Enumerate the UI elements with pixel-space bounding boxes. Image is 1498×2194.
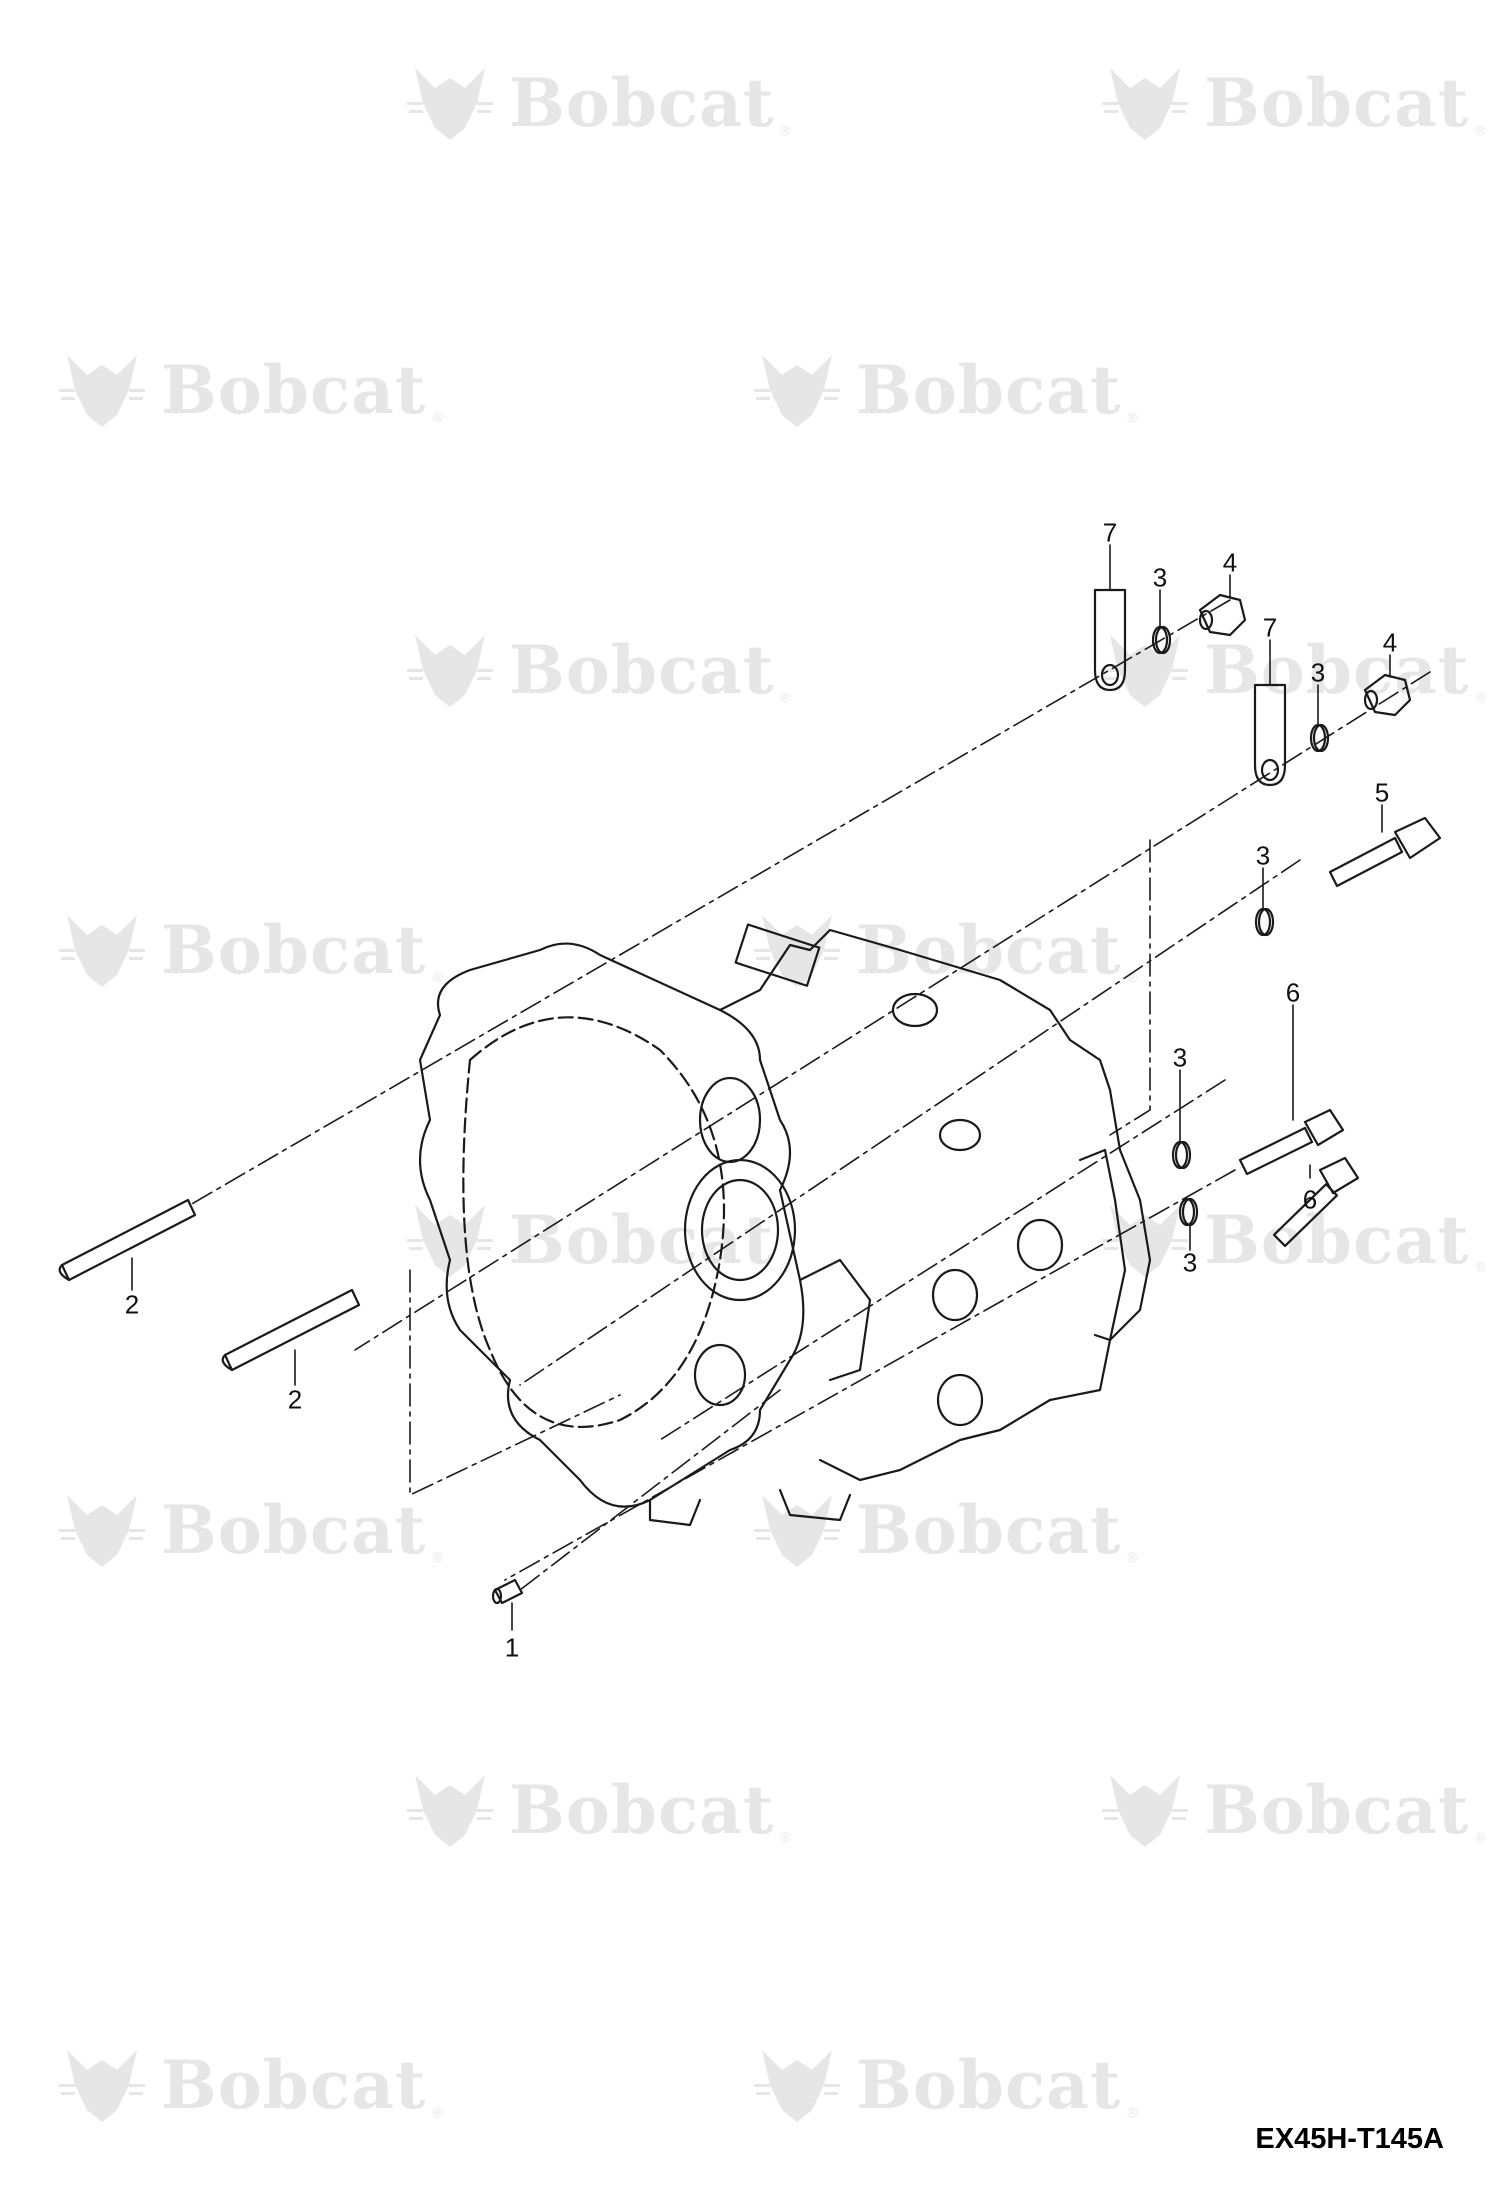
housing-flange-outline	[418, 942, 805, 1508]
bobcat-watermark: Bobcat®	[405, 1765, 791, 1855]
bobcat-watermark: Bobcat®	[57, 905, 443, 995]
assembly-line-bolt-6b	[504, 1169, 1236, 1581]
assembly-line-bolt-5	[519, 859, 1301, 1386]
housing-port-5	[936, 1373, 984, 1427]
bobcat-logo-icon	[59, 915, 145, 987]
bobcat-logo-icon	[407, 635, 493, 707]
callout-3-bolt5: 3	[1255, 840, 1271, 871]
bobcat-logo-icon	[754, 355, 840, 427]
callout-2-lower: 2	[287, 1384, 303, 1415]
callout-6-lower: 6	[1302, 1184, 1318, 1215]
bobcat-watermark: Bobcat®	[57, 345, 443, 435]
callout-4-lower: 4	[1382, 627, 1398, 658]
assembly-line-pin	[519, 1389, 781, 1591]
bolt-6-upper	[1238, 1108, 1345, 1176]
housing-port-2	[938, 1118, 982, 1152]
bolt-6-lower	[1272, 1156, 1360, 1248]
housing-port-1	[891, 992, 939, 1028]
housing-bore-upper	[698, 1076, 762, 1164]
callout-7-upper: 7	[1102, 517, 1118, 548]
callout-3-upper: 3	[1152, 562, 1168, 593]
plate-7-upper	[1093, 588, 1127, 692]
nut-4-lower	[1363, 673, 1412, 717]
bobcat-logo-icon	[754, 1495, 840, 1567]
housing-port-4	[931, 1268, 979, 1322]
washer-3-bolt6b	[1178, 1197, 1199, 1227]
drawing-number: EX45H-T145A	[1255, 2123, 1444, 2155]
housing-port-3	[1016, 1218, 1064, 1272]
bobcat-watermark: Bobcat®	[1100, 1765, 1486, 1855]
bobcat-logo-icon	[59, 355, 145, 427]
bobcat-logo-icon	[59, 1495, 145, 1567]
washer-3-bolt6a	[1171, 1140, 1192, 1170]
housing-bottom-foot-2	[778, 1488, 852, 1522]
housing-top-boss	[734, 923, 821, 987]
bobcat-watermark: Bobcat®	[1100, 1195, 1486, 1285]
bobcat-watermark: Bobcat®	[57, 1485, 443, 1575]
stud-2-lower	[221, 1288, 361, 1372]
assembly-bracket-outline	[1109, 839, 1151, 1136]
housing-body-ribs	[798, 1258, 872, 1382]
housing-body-top	[718, 928, 1112, 1092]
callout-2-upper: 2	[124, 1289, 140, 1320]
leader-lines	[131, 544, 1391, 1631]
bobcat-logo-icon	[1102, 68, 1188, 140]
stud-2-upper	[58, 1198, 197, 1282]
callout-3-lower: 3	[1310, 657, 1326, 688]
bobcat-watermark: Bobcat®	[405, 58, 791, 148]
washer-3-bolt5	[1254, 907, 1275, 937]
bobcat-watermark: Bobcat®	[752, 1485, 1138, 1575]
housing-bell-inner	[462, 1016, 726, 1428]
bolt-5	[1328, 816, 1442, 888]
pin-1	[491, 1578, 524, 1605]
housing-bore-inner	[700, 1178, 780, 1282]
bobcat-logo-icon	[1102, 1775, 1188, 1847]
bobcat-watermark: Bobcat®	[752, 2040, 1138, 2130]
plate-7-lower	[1253, 683, 1287, 787]
bobcat-logo-icon	[407, 68, 493, 140]
callout-5: 5	[1374, 777, 1390, 808]
bobcat-watermark: Bobcat®	[1100, 58, 1486, 148]
housing-right-flange	[1078, 1148, 1127, 1342]
callout-1: 1	[504, 1632, 520, 1663]
assembly-lines	[189, 599, 1431, 1591]
bobcat-watermark: Bobcat®	[752, 345, 1138, 435]
bobcat-watermark: Bobcat®	[405, 625, 791, 715]
washer-3-lower	[1309, 723, 1330, 753]
assembly-line-stud-upper	[189, 599, 1231, 1206]
assembly-bracket-outline-left	[409, 1269, 621, 1496]
bobcat-logo-icon	[59, 2050, 145, 2122]
gear-housing	[418, 923, 1152, 1527]
callout-6-upper: 6	[1285, 977, 1301, 1008]
housing-bore-lower	[693, 1343, 747, 1407]
bobcat-logo-icon	[754, 2050, 840, 2122]
bobcat-watermark: Bobcat®	[57, 2040, 443, 2130]
callout-7-lower: 7	[1262, 612, 1278, 643]
callout-3-bolt6b: 3	[1182, 1247, 1198, 1278]
callout-4-upper: 4	[1222, 547, 1238, 578]
housing-bottom-foot	[648, 1498, 702, 1527]
nut-4-upper	[1198, 593, 1247, 637]
callout-3-bolt6a: 3	[1172, 1042, 1188, 1073]
assembly-line-bolt-6a	[659, 1079, 1226, 1441]
bobcat-logo-icon	[754, 915, 840, 987]
housing-body-side	[818, 1088, 1152, 1482]
bobcat-logo-icon	[407, 1775, 493, 1847]
